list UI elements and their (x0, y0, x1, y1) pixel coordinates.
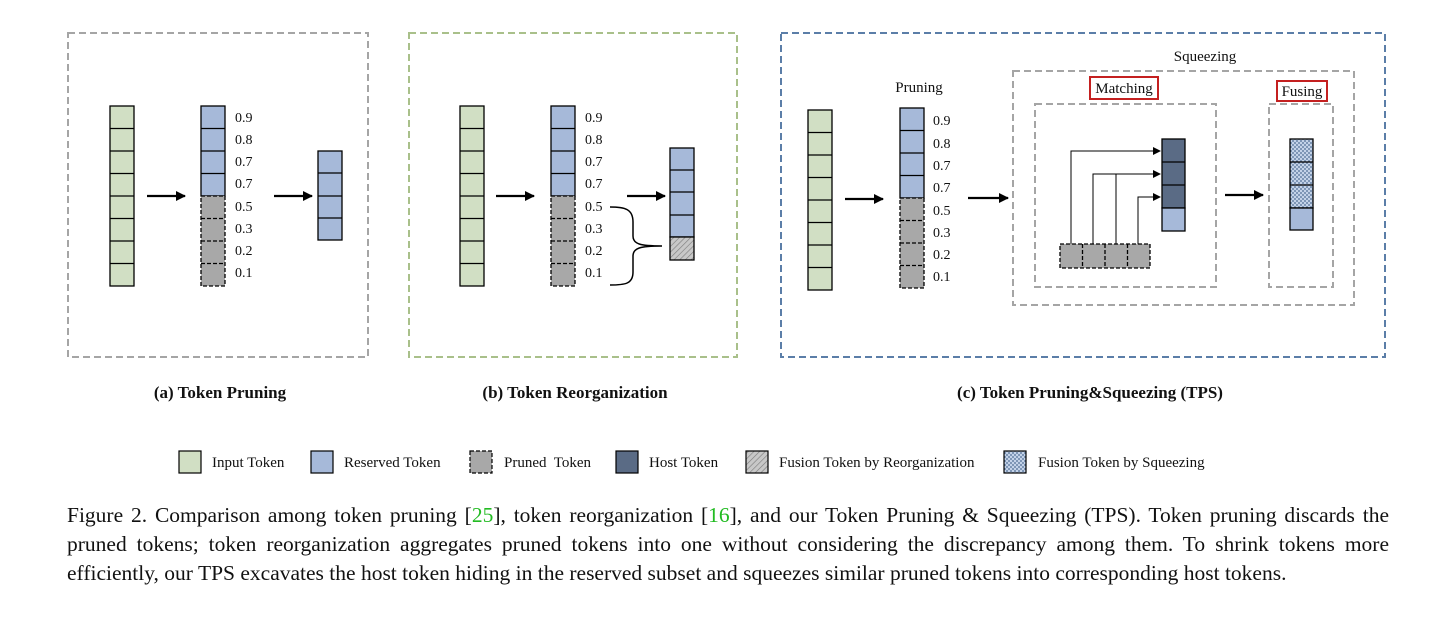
score-label: 0.1 (585, 266, 603, 281)
panel-b-scored-column (550, 105, 576, 287)
legend-swatch-fusion-squeeze (1003, 450, 1027, 474)
panel-a-input-column (109, 105, 135, 287)
fusing-label-box (1276, 80, 1328, 102)
score-label: 0.2 (235, 244, 253, 259)
fusion-token-reorg (669, 236, 695, 261)
panel-c-scored-column (899, 107, 925, 289)
panel-c-frame (780, 32, 1386, 358)
score-label: 0.2 (585, 244, 603, 259)
score-label: 0.9 (585, 111, 603, 126)
panel-c-input-column (807, 109, 833, 291)
legend-swatch-pruned (469, 450, 493, 474)
panel-a-caption: (a) Token Pruning (154, 383, 287, 402)
score-label: 0.7 (933, 181, 951, 196)
legend-label: Fusion Token by Reorganization (779, 455, 975, 471)
panel-a-frame (67, 32, 369, 358)
score-label: 0.8 (235, 133, 253, 148)
legend-label: Fusion Token by Squeezing (1038, 455, 1205, 471)
squeezing-label: Squeezing (1174, 49, 1237, 65)
score-label: 0.2 (933, 248, 951, 263)
caption-rest: ], and our Token Pruning & Squeezing (TP… (67, 503, 1390, 585)
panel-c-scores: 0.9 0.8 0.7 0.7 0.5 0.3 0.2 0.1 (933, 114, 951, 285)
matching-connectors (1070, 147, 1161, 244)
score-label: 0.7 (235, 155, 253, 170)
legend-swatch-host (615, 450, 639, 474)
panel-b-frame (408, 32, 738, 358)
legend-swatch-reserved (310, 450, 334, 474)
score-label: 0.9 (235, 111, 253, 126)
score-label: 0.3 (585, 222, 603, 237)
panel-b-output-column (669, 147, 695, 261)
score-label: 0.9 (933, 114, 951, 129)
matching-label: Matching (1095, 81, 1153, 97)
squeezing-box (1012, 70, 1355, 306)
score-label: 0.1 (933, 270, 951, 285)
fusing-box (1268, 103, 1334, 288)
matching-label-box (1089, 76, 1159, 100)
panel-a-scored-column (200, 105, 226, 287)
host-token-column (1161, 138, 1186, 232)
pruning-label: Pruning (895, 80, 943, 96)
panel-a-scores: 0.9 0.8 0.7 0.7 0.5 0.3 0.2 0.1 (235, 111, 253, 281)
figure-diagram: Squeezing Pruning Matching Fusing 0.9 0.… (67, 32, 1386, 474)
panel-b-input-column (459, 105, 485, 287)
score-label: 0.7 (235, 177, 253, 192)
score-label: 0.5 (235, 200, 253, 215)
score-label: 0.7 (585, 155, 603, 170)
citation-link[interactable]: 25 (471, 503, 494, 527)
fusing-label: Fusing (1282, 84, 1323, 100)
matching-box (1034, 103, 1217, 288)
legend-label: Input Token (212, 455, 285, 471)
citation-link[interactable]: 16 (708, 503, 730, 527)
legend-swatch-input (178, 450, 202, 474)
score-label: 0.3 (933, 226, 951, 241)
caption-mid: ], token reorganization [ (493, 503, 709, 527)
score-label: 0.7 (933, 159, 951, 174)
score-label: 0.3 (235, 222, 253, 237)
legend-swatch-fusion-reorg (745, 450, 769, 474)
panel-b-scores: 0.9 0.8 0.7 0.7 0.5 0.3 0.2 0.1 (585, 111, 603, 281)
pruned-token-row (1059, 243, 1151, 269)
figure-caption: Figure 2. Comparison among token pruning… (67, 501, 1389, 588)
score-label: 0.5 (933, 204, 951, 219)
score-label: 0.7 (585, 177, 603, 192)
legend-label: Reserved Token (344, 455, 441, 471)
panel-b-brace (609, 206, 663, 286)
legend-label: Host Token (649, 455, 719, 471)
legend-label: Pruned Token (504, 455, 591, 471)
legend: Input Token Reserved Token Pruned Token … (178, 450, 1205, 474)
score-label: 0.8 (585, 133, 603, 148)
fused-token-column (1289, 138, 1314, 231)
score-label: 0.5 (585, 200, 603, 215)
score-label: 0.1 (235, 266, 253, 281)
score-label: 0.8 (933, 137, 951, 152)
caption-prefix: Figure 2. Comparison among token pruning… (67, 503, 472, 527)
panel-a-reserved-column (317, 150, 343, 241)
panel-b-caption: (b) Token Reorganization (482, 383, 668, 402)
panel-c-caption: (c) Token Pruning&Squeezing (TPS) (957, 383, 1223, 402)
